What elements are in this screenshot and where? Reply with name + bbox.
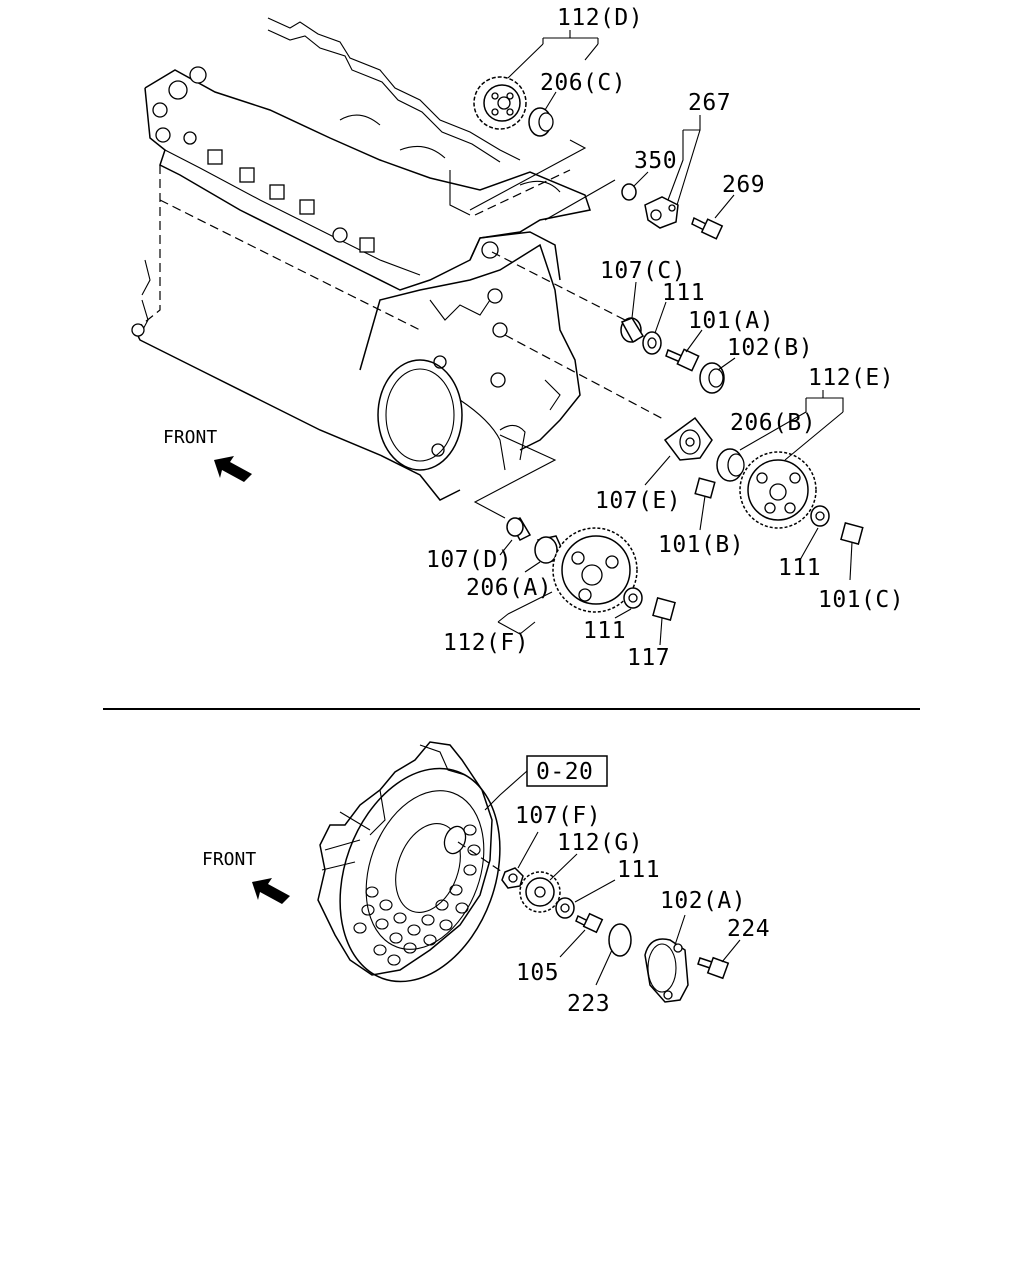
label-107f: 107(F) [515, 803, 601, 829]
seal-102b [699, 362, 725, 394]
oring-350 [621, 183, 637, 201]
label-107c: 107(C) [600, 258, 686, 284]
bolt-117 [652, 597, 676, 621]
callout-leaders [497, 30, 853, 646]
reference-label: 0-20 [536, 759, 593, 785]
leader-line [457, 841, 509, 877]
leader-line [474, 169, 571, 216]
label-206a: 206(A) [466, 575, 552, 601]
label-102b: 102(B) [727, 335, 813, 361]
label-101c: 101(C) [818, 587, 904, 613]
label-112f: 112(F) [443, 630, 529, 656]
label-206b: 206(B) [730, 410, 816, 436]
lower-section: 0-20 [202, 741, 770, 1017]
flywheel-housing [317, 741, 501, 983]
label-111-b: 111 [778, 555, 821, 581]
sprocket-112d [473, 76, 527, 130]
bolt-269 [691, 216, 724, 240]
label-101b: 101(B) [658, 532, 744, 558]
label-117: 117 [627, 645, 670, 671]
nut-107f [501, 867, 524, 889]
label-206c: 206(C) [540, 70, 626, 96]
reference-box[interactable]: 0-20 [526, 755, 608, 787]
cover-102a [644, 938, 689, 1003]
label-223: 223 [567, 991, 610, 1017]
bracket-107e [663, 416, 713, 461]
gear-112g [519, 871, 561, 913]
front-arrow-lower: FRONT [202, 849, 290, 904]
sensor-267 [644, 196, 679, 229]
gear-112e [739, 451, 817, 529]
housing-hex-pattern [353, 824, 481, 966]
upper-section: FRONT 112(D) 206(C) 267 350 269 107(C) 1… [131, 5, 904, 671]
idler-shaft-107c [620, 317, 645, 344]
label-111-lower: 111 [617, 857, 660, 883]
label-350: 350 [634, 148, 677, 174]
label-111-a: 111 [662, 280, 705, 306]
label-269: 269 [722, 172, 765, 198]
label-267: 267 [688, 90, 731, 116]
leader-line [544, 179, 616, 221]
label-112d: 112(D) [557, 5, 643, 31]
bolt-224 [697, 956, 730, 980]
label-102a: 102(A) [660, 888, 746, 914]
label-101a: 101(A) [688, 308, 774, 334]
leader-line [491, 251, 626, 321]
reference-leader [484, 770, 528, 811]
bolt-101a [665, 348, 700, 372]
front-label: FRONT [163, 427, 217, 448]
engine-block [131, 17, 591, 501]
label-112g: 112(G) [557, 830, 643, 856]
bolt-101c [840, 522, 864, 545]
label-107e: 107(E) [595, 488, 681, 514]
leader-line [469, 139, 587, 211]
oring-223 [608, 923, 632, 957]
shaft-107d [506, 517, 532, 541]
leader-line [504, 334, 666, 421]
bolt-105 [575, 912, 604, 934]
label-105: 105 [516, 960, 559, 986]
label-224: 224 [727, 916, 770, 942]
front-arrow: FRONT [163, 427, 252, 482]
bushing-206c [528, 107, 554, 137]
label-111-c: 111 [583, 618, 626, 644]
gear-112f [552, 527, 638, 613]
callout-leaders-lower [517, 831, 741, 986]
label-107d: 107(D) [426, 547, 512, 573]
front-label-lower: FRONT [202, 849, 256, 870]
bushing-206b [716, 448, 745, 482]
leader-line [473, 434, 557, 519]
label-112e: 112(E) [808, 365, 894, 391]
bolt-101b [694, 477, 716, 499]
